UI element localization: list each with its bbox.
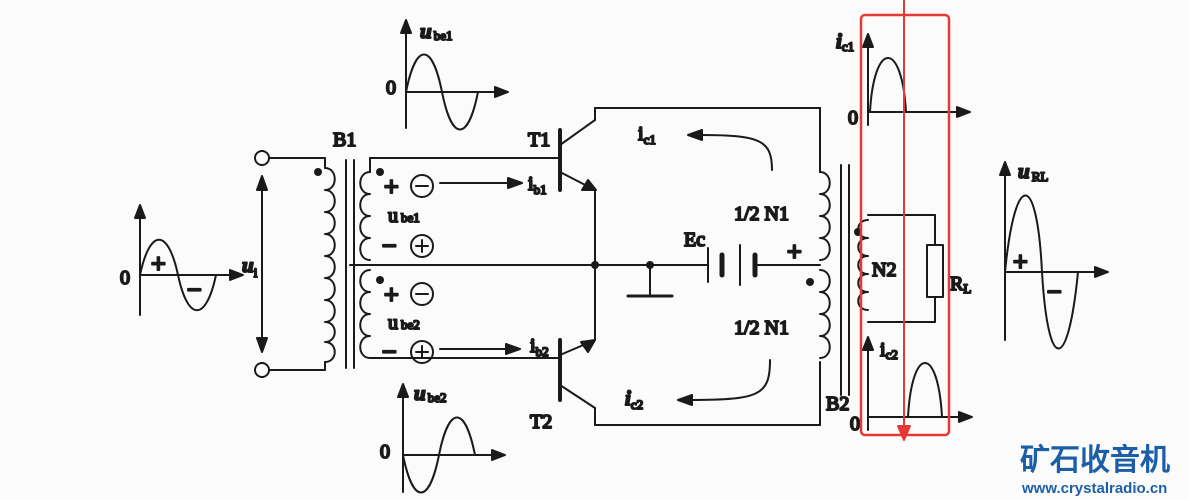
ube2-plus: +: [383, 282, 400, 306]
ube2-minus: −: [381, 339, 398, 363]
ic1-circuit-label: ic1: [638, 123, 656, 147]
ic1-graph-label: ic1: [836, 29, 854, 54]
winding-top-label: 1/2 N1: [734, 203, 789, 225]
ube1-plus: +: [383, 174, 400, 198]
ic2-circuit-label: ic2: [625, 386, 643, 412]
supply-label: Ec: [684, 229, 705, 251]
ube2-waveform: [397, 383, 506, 494]
transistor-t1: [558, 107, 597, 266]
url-graph-plus: +: [1012, 249, 1029, 273]
transistor-t2-label: T2: [530, 411, 552, 433]
load-label: RL: [950, 273, 971, 296]
input-waveform-plus: +: [150, 251, 167, 275]
supply-plus: +: [786, 239, 803, 263]
transistor-t2: [558, 264, 596, 426]
winding-bottom-label: 1/2 N1: [734, 317, 789, 339]
ube1-minus: −: [381, 233, 398, 257]
ic1-waveform: [862, 33, 971, 126]
output-transformer: [806, 164, 944, 396]
input-transformer: [314, 159, 384, 369]
input-waveform: [134, 204, 244, 316]
secondary-label: N2: [872, 259, 896, 281]
secondary-wiring: [349, 157, 651, 359]
ube2-graph-zero: 0: [380, 441, 390, 463]
ground-and-supply: [591, 244, 821, 298]
ube2-minus-circle: [410, 282, 434, 306]
ube1-graph-zero: 0: [386, 77, 396, 99]
input-waveform-minus: −: [186, 277, 203, 301]
input-voltage-label: ui: [242, 253, 258, 280]
ib1-label: ib1: [528, 173, 547, 197]
ube1-plus-circle: [410, 234, 434, 258]
ube1-minus-circle: [410, 174, 434, 198]
ube1-waveform: [400, 19, 509, 131]
ib2-label: ib2: [530, 335, 549, 359]
ic2-graph-zero: 0: [850, 413, 860, 435]
ic2-graph-label: ic2: [880, 339, 898, 362]
url-waveform: [999, 161, 1109, 350]
input-transformer-label: B1: [333, 129, 356, 151]
red-highlight-box: [859, 0, 951, 441]
input-terminals: [254, 150, 326, 378]
watermark-url: www.crystalradio.cn: [1021, 480, 1167, 497]
watermark-logo-text: 矿石收音机: [1020, 443, 1170, 478]
collector-loop: [594, 107, 821, 426]
output-transformer-label: B2: [826, 393, 849, 415]
url-graph-minus: −: [1046, 279, 1063, 303]
ube2-plus-circle: [410, 340, 434, 364]
transistor-t1-label: T1: [528, 129, 550, 151]
input-waveform-zero: 0: [120, 267, 130, 289]
ic1-graph-zero: 0: [848, 107, 858, 129]
